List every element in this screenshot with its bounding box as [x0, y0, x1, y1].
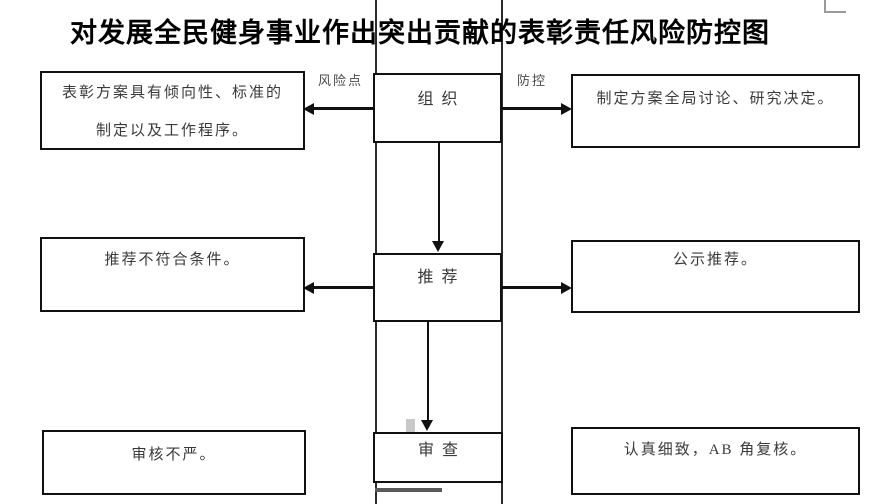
stage-box-review-label: 审查 — [417, 442, 466, 459]
corridor-line-left — [375, 0, 377, 504]
arrow-recommend-to-review-head-icon — [421, 420, 433, 431]
risk-box-recommend-text: 推荐不符合条件。 — [104, 252, 241, 268]
control-label: 防控 — [517, 73, 548, 88]
risk-box-organize-line2: 制定以及工作程序。 — [95, 123, 249, 139]
arrow-organize-control-head-icon — [561, 103, 572, 115]
arrow-recommend-control-head-icon — [561, 282, 572, 294]
control-box-review-text: 认真细致，AB 角复核。 — [623, 442, 808, 458]
risk-box-review-text: 审核不严。 — [131, 447, 217, 463]
control-box-recommend: 公示推荐。 — [571, 240, 860, 313]
stage-box-recommend-label: 推荐 — [417, 269, 466, 286]
gray-cursor-artifact — [406, 419, 415, 432]
stage-box-review: 审查 — [373, 432, 503, 483]
control-box-organize: 制定方案全局讨论、研究决定。 — [571, 74, 860, 148]
risk-box-organize: 表彰方案具有倾向性、标准的 制定以及工作程序。 — [40, 71, 305, 150]
page-title: 对发展全民健身事业作出突出贡献的表彰责任风险防控图 — [70, 18, 770, 48]
risk-box-organize-line1: 表彰方案具有倾向性、标准的 — [61, 85, 283, 101]
arrow-organize-to-recommend-head-icon — [432, 241, 444, 252]
arrow-recommend-to-review-shaft — [427, 322, 429, 421]
control-box-organize-text: 制定方案全局讨论、研究决定。 — [596, 91, 835, 107]
stage-box-organize-label: 组织 — [417, 91, 466, 108]
control-box-review: 认真细致，AB 角复核。 — [571, 427, 860, 495]
risk-box-review: 审核不严。 — [42, 430, 306, 495]
risk-point-label: 风险点 — [318, 73, 364, 88]
bottom-line-fragment — [375, 488, 442, 492]
arrow-organize-to-recommend-shaft — [438, 143, 440, 242]
stage-box-organize: 组织 — [373, 73, 502, 143]
arrow-organize-control-shaft — [502, 107, 562, 110]
arrow-recommend-risk-head-icon — [303, 282, 314, 294]
arrow-recommend-risk-shaft — [313, 286, 374, 289]
stage-box-recommend: 推荐 — [373, 253, 502, 322]
arrow-organize-risk-head-icon — [303, 103, 314, 115]
arrow-recommend-control-shaft — [502, 286, 562, 289]
corridor-line-right — [501, 0, 503, 504]
arrow-organize-risk-shaft — [313, 107, 374, 110]
risk-box-recommend: 推荐不符合条件。 — [40, 237, 305, 312]
corner-frame-mark — [824, 0, 846, 13]
control-box-recommend-text: 公示推荐。 — [672, 252, 758, 268]
